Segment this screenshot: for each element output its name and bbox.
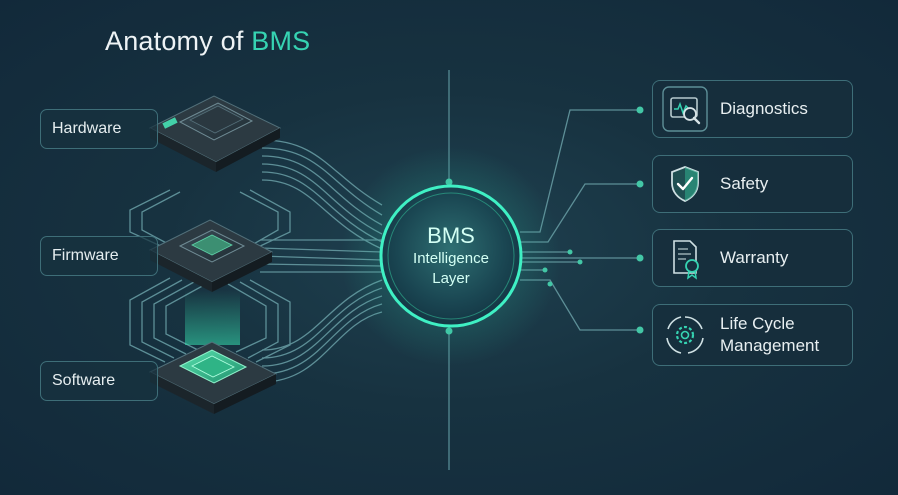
certificate-icon: [673, 240, 699, 280]
software-chip: [148, 290, 278, 414]
bms-core: BMS Intelligence Layer: [381, 186, 521, 326]
page-title: Anatomy of BMS: [105, 26, 311, 56]
output-card-diagnostics: Diagnostics: [652, 80, 853, 138]
core-title: BMS: [427, 223, 475, 248]
gear-cycle-icon: [666, 316, 704, 354]
firmware-chip: [148, 219, 274, 292]
core-ring: [379, 184, 523, 328]
core-inner-ring: [387, 192, 515, 320]
output-label-line2: Management: [720, 336, 820, 355]
layer-label-software: Software: [40, 361, 158, 401]
layer-label-firmware: Firmware: [40, 236, 158, 276]
output-label-diagnostics: Diagnostics: [720, 99, 808, 118]
hardware-chip: [148, 95, 282, 172]
right-trace-nodes: [542, 106, 644, 334]
output-label-warranty: Warranty: [720, 248, 789, 267]
layer-label-hardware: Hardware: [40, 109, 158, 149]
output-card-safety: Safety: [652, 155, 853, 213]
output-card-life-cycle-management: Life Cycle Management: [652, 304, 853, 366]
shield-check-icon: [671, 166, 699, 202]
output-label-safety: Safety: [720, 174, 769, 193]
output-label-life-cycle-management: Life Cycle Management: [720, 313, 819, 357]
core-subtitle-line2: Layer: [432, 270, 470, 287]
core-subtitle-line1: Intelligence: [413, 250, 489, 267]
magnifier-monitor-icon: [662, 86, 708, 132]
output-label-line1: Life Cycle: [720, 314, 795, 333]
output-card-warranty: Warranty: [652, 229, 853, 287]
title-accent: BMS: [251, 26, 311, 56]
